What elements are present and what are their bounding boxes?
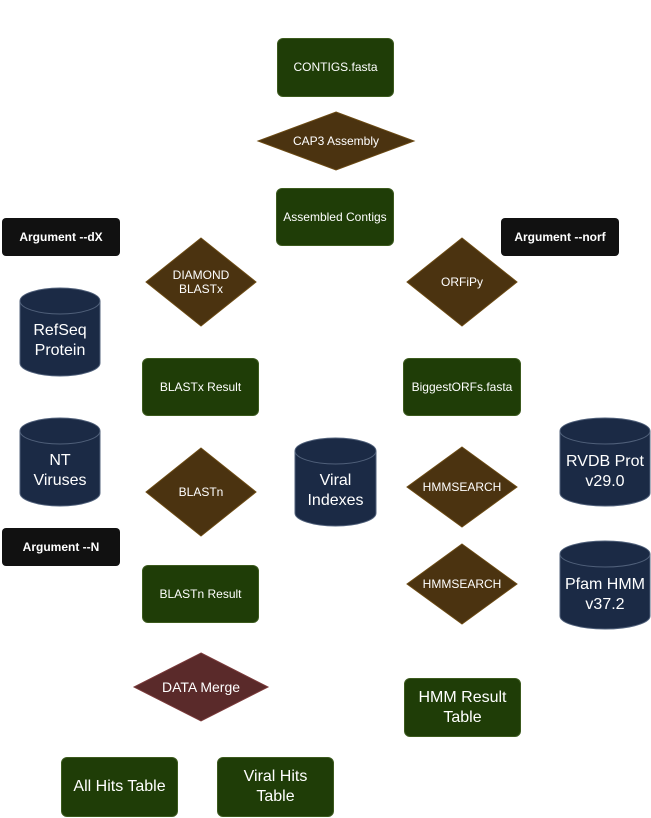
hmm-result-label-line2: Table <box>443 708 482 726</box>
assembled-contigs-label: Assembled Contigs <box>283 209 387 224</box>
hmm-result-label-line1: HMM Result <box>418 688 507 706</box>
rvdb-prot-database-icon <box>559 417 651 507</box>
argument-n-label: Argument --N <box>22 540 100 554</box>
blastn-result-label: BLASTn Result <box>159 586 242 601</box>
hmmsearch-1-diamond <box>406 446 518 528</box>
contigs-fasta-box: CONTIGS.fasta <box>277 38 394 97</box>
argument-dx-label: Argument --dX <box>19 230 103 244</box>
data-merge-diamond <box>132 652 270 722</box>
blastn-diamond <box>145 447 257 537</box>
all-hits-table-box: All Hits Table <box>61 757 178 817</box>
refseq-protein-database-icon <box>19 287 101 377</box>
viral-hits-table-box: Viral Hits Table <box>217 757 334 817</box>
blastn-result-box: BLASTn Result <box>142 565 259 623</box>
biggest-orfs-box: BiggestORFs.fasta <box>403 358 521 416</box>
argument-n-box: Argument --N <box>2 528 120 566</box>
orfipy-diamond <box>406 237 518 327</box>
all-hits-table-label: All Hits Table <box>73 778 166 795</box>
hmm-result-table-box: HMM Result Table <box>404 678 521 737</box>
viral-hits-table-label: Viral Hits Table <box>243 768 308 805</box>
biggest-orfs-label: BiggestORFs.fasta <box>411 379 513 394</box>
nt-viruses-database-icon <box>19 417 101 507</box>
argument-dx-box: Argument --dX <box>2 218 120 256</box>
cap3-assembly-diamond <box>256 111 416 171</box>
argument-norf-label: Argument --norf <box>514 230 606 244</box>
hmmsearch-2-diamond <box>406 543 518 625</box>
contigs-fasta-label: CONTIGS.fasta <box>293 60 378 74</box>
blastx-result-box: BLASTx Result <box>142 358 259 416</box>
assembled-contigs-box: Assembled Contigs <box>276 188 394 246</box>
pfam-hmm-database-icon <box>559 540 651 630</box>
diamond-blastx-diamond <box>145 237 257 327</box>
viral-indexes-database-icon <box>294 437 377 527</box>
blastx-result-label: BLASTx Result <box>159 379 242 394</box>
argument-norf-box: Argument --norf <box>501 218 619 256</box>
